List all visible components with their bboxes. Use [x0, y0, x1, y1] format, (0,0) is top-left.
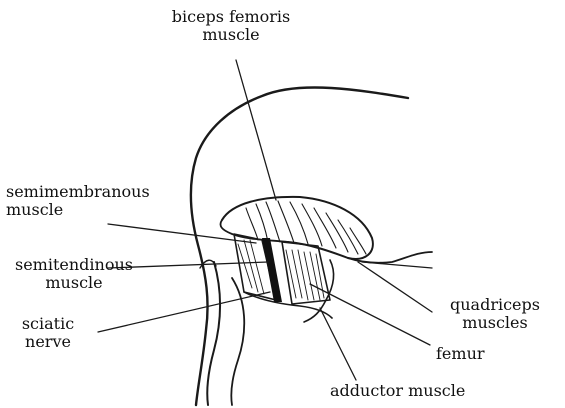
leader-biceps-femoris	[236, 60, 276, 200]
leader-quadriceps	[358, 262, 432, 312]
label-biceps-femoris-line1: biceps femoris	[166, 8, 296, 26]
label-adductor-muscle: adductor muscle	[330, 382, 465, 400]
hind-limb-outline	[191, 87, 408, 405]
label-sciatic-line1: sciatic	[18, 315, 78, 333]
inner-limb-outline-2	[231, 278, 244, 405]
label-semimembranous: semimembranous muscle	[6, 183, 150, 219]
label-semitendinous-line2: muscle	[4, 274, 144, 292]
label-quadriceps: quadriceps muscles	[440, 296, 550, 332]
leader-adductor	[320, 308, 356, 380]
label-quadriceps-line2: muscles	[440, 314, 550, 332]
label-femur: femur	[436, 345, 485, 363]
label-semimembranous-line2: muscle	[6, 201, 150, 219]
leader-quadriceps-2	[362, 262, 432, 268]
inner-limb-outline	[207, 262, 220, 405]
femur-block	[282, 242, 330, 304]
leader-lines	[98, 60, 432, 380]
quadriceps-edge	[348, 252, 432, 263]
label-quadriceps-line1: quadriceps	[440, 296, 550, 314]
label-semitendinous-line1: semitendinous	[4, 256, 144, 274]
left-muscle-hatching	[238, 240, 264, 294]
label-semitendinous: semitendinous muscle	[4, 256, 144, 292]
label-sciatic-nerve: sciatic nerve	[18, 315, 78, 351]
sciatic-nerve-dark	[262, 238, 282, 302]
label-biceps-femoris-line2: muscle	[166, 26, 296, 44]
femur-hatching	[286, 250, 324, 300]
label-biceps-femoris: biceps femoris muscle	[166, 8, 296, 44]
label-semimembranous-line1: semimembranous	[6, 183, 150, 201]
label-sciatic-line2: nerve	[18, 333, 78, 351]
